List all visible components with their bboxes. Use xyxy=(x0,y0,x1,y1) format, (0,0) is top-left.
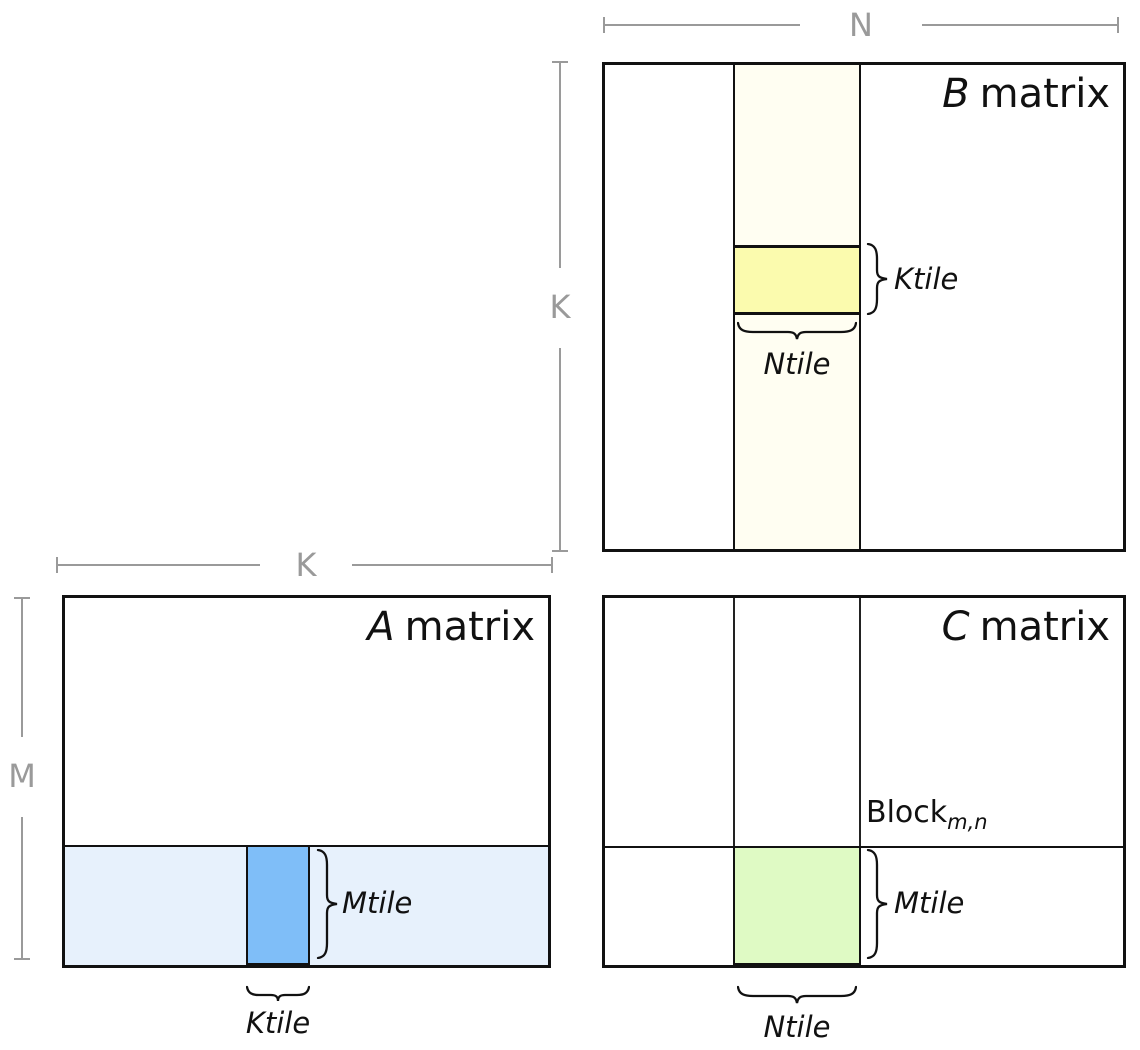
k-dim-a-left-segment xyxy=(56,564,260,566)
c-ntile-underbrace xyxy=(737,985,857,1004)
k-dim-a-right-segment xyxy=(352,564,551,566)
b-ntile-label: Ntile xyxy=(763,347,831,381)
m-dim-bottom-segment xyxy=(21,817,23,960)
m-dim-top-segment xyxy=(21,597,23,737)
n-dim-right-segment xyxy=(922,24,1119,26)
k-dim-b-label: K xyxy=(549,288,571,326)
a-matrix-title-word: matrix xyxy=(404,604,535,650)
b-ktile-label: Ktile xyxy=(894,262,959,296)
c-matrix-row-divider xyxy=(605,846,1123,848)
a-mtile-label: Mtile xyxy=(342,886,413,920)
c-matrix-title-letter: C xyxy=(941,604,970,650)
a-ktile-label: Ktile xyxy=(245,1006,311,1040)
c-matrix-title-word: matrix xyxy=(979,604,1110,650)
a-matrix-mtile-ktile-tile xyxy=(246,845,310,965)
b-matrix-title-letter: B xyxy=(942,71,970,117)
k-dim-a-label: K xyxy=(295,546,317,584)
c-block-label: Blockm,n xyxy=(866,795,988,834)
n-dim-label: N xyxy=(849,6,873,44)
c-ntile-label: Ntile xyxy=(763,1010,831,1044)
c-mtile-brace xyxy=(866,849,888,959)
c-matrix-column-line-right xyxy=(859,598,861,846)
n-dim-left-segment xyxy=(603,24,800,26)
k-dim-b-top-segment xyxy=(559,61,561,268)
a-ktile-underbrace xyxy=(246,985,310,1002)
a-matrix-title-letter: A xyxy=(367,604,395,650)
c-block-word: Block xyxy=(866,795,948,830)
b-ntile-underbrace xyxy=(737,321,857,340)
c-matrix-column-line-left xyxy=(733,598,735,846)
c-mtile-label: Mtile xyxy=(894,886,965,920)
b-ktile-brace xyxy=(866,243,888,315)
k-dim-a-right-cap xyxy=(551,557,553,573)
b-matrix-ktile-ntile-tile xyxy=(733,245,861,315)
b-matrix-box xyxy=(602,62,1126,552)
k-dim-b-bottom-segment xyxy=(559,348,561,552)
c-matrix-mtile-ntile-tile xyxy=(733,846,861,965)
b-matrix-title-word: matrix xyxy=(979,71,1110,117)
a-mtile-brace xyxy=(316,849,338,959)
m-dim-label: M xyxy=(8,757,36,795)
c-block-subscript: m,n xyxy=(947,810,988,834)
c-matrix-box xyxy=(602,595,1126,968)
